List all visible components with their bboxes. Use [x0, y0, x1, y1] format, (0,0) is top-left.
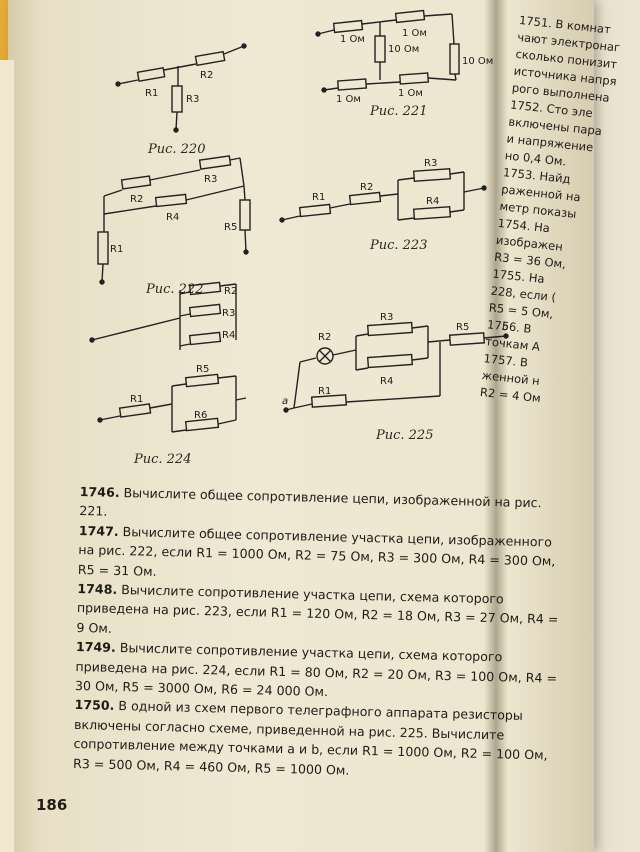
figure-220: R1 R2 R3	[115, 43, 247, 133]
fig223-r2: R2	[360, 182, 373, 193]
problem-text: Вычислите сопротивление участка цепи, сх…	[74, 640, 558, 700]
book-spine	[484, 0, 508, 852]
fig225-point-a: a	[282, 396, 288, 407]
fig220-caption: Рис. 220	[148, 142, 206, 157]
fig221-caption: Рис. 221	[370, 104, 428, 119]
fig222-r5: R5	[224, 222, 237, 233]
problem-number: 1746.	[79, 483, 120, 500]
problem-number: 1749.	[75, 639, 116, 656]
page-edge	[0, 60, 14, 852]
problem-number: 1747.	[78, 522, 119, 539]
fig224-r2: R2	[224, 286, 237, 297]
fig225-r3: R3	[380, 312, 393, 323]
figure-224: R2 R3 R4 R1 R5 R6	[89, 281, 247, 433]
fig220-r1: R1	[145, 88, 158, 99]
fig221-r-d: 10 Ом	[462, 56, 493, 67]
fig220-r2: R2	[200, 70, 213, 81]
fig221-r-a: 1 Ом	[340, 34, 365, 45]
fig225-r2: R2	[318, 332, 331, 343]
fig224-caption: Рис. 224	[134, 452, 192, 467]
left-page	[8, 0, 594, 852]
figure-221: 1 Ом 1 Ом 10 Ом 10 Ом 1 Ом 1 Ом	[315, 9, 493, 105]
fig225-r1: R1	[318, 386, 331, 397]
problem-text: Вычислите общее сопротивление участка це…	[77, 523, 556, 579]
fig221-r-b: 1 Ом	[402, 28, 427, 39]
problem-list: 1746. Вычислите общее сопротивление цепи…	[73, 482, 562, 785]
fig223-r3: R3	[424, 158, 437, 169]
fig222-r4: R4	[166, 212, 179, 223]
fig224-r4: R4	[222, 330, 235, 341]
fig224-r6: R6	[194, 410, 207, 421]
page-number: 186	[36, 796, 68, 814]
fig220-r3: R3	[186, 94, 199, 105]
fig221-r-e: 1 Ом	[336, 94, 361, 105]
fig222-r3: R3	[204, 174, 217, 185]
fig225-caption: Рис. 225	[376, 428, 434, 443]
fig225-r4: R4	[380, 376, 393, 387]
problem-number: 1750.	[74, 697, 115, 714]
problem-1750: 1750. В одной из схем первого телеграфно…	[73, 695, 557, 784]
figure-223: R1 R2 R3 R4	[279, 158, 487, 223]
fig221-r-f: 1 Ом	[398, 88, 423, 99]
fig224-r5: R5	[196, 364, 209, 375]
fig222-caption: Рис. 222	[146, 282, 204, 297]
fig224-r1: R1	[130, 394, 143, 405]
fig225-r5: R5	[456, 322, 469, 333]
fig221-r-c: 10 Ом	[388, 44, 419, 55]
fig222-r2: R2	[130, 194, 143, 205]
fig222-r1: R1	[110, 244, 123, 255]
problem-text: Вычислите сопротивление участка цепи, сх…	[76, 582, 559, 636]
problem-text: В одной из схем первого телеграфного апп…	[72, 698, 548, 778]
fig223-r4: R4	[426, 196, 439, 207]
figure-225: R2 R3 R4 R5 R1 a b	[282, 312, 509, 413]
fig224-r3: R3	[222, 308, 235, 319]
figure-222: R2 R3 R4 R5 R1	[97, 155, 251, 285]
fig223-caption: Рис. 223	[370, 238, 428, 253]
problem-number: 1748.	[77, 581, 118, 597]
fig223-r1: R1	[312, 192, 325, 203]
fig225-point-b: b	[502, 322, 508, 333]
